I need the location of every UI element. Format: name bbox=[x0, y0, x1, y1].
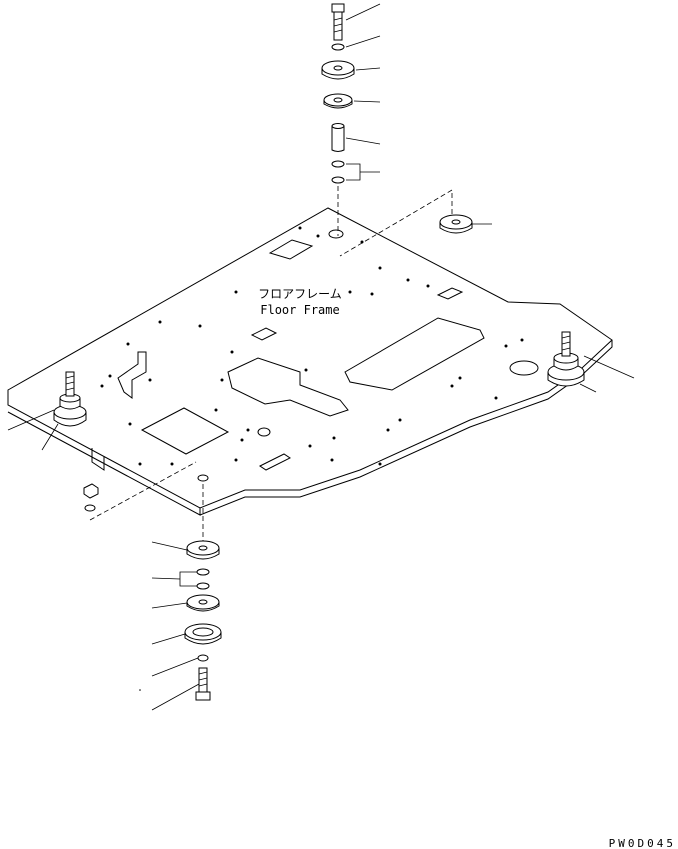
washer-icon bbox=[331, 43, 345, 51]
cushion-icon bbox=[321, 60, 355, 80]
slot bbox=[250, 327, 278, 341]
cushion-icon bbox=[323, 93, 353, 109]
round-hole bbox=[509, 360, 539, 376]
front-cutout bbox=[140, 407, 230, 455]
washer-icon bbox=[331, 160, 345, 168]
right-mount-assembly bbox=[547, 331, 635, 393]
top-mount-stack bbox=[321, 3, 381, 236]
left-mount-assembly bbox=[7, 371, 87, 451]
center-cutout bbox=[227, 357, 349, 417]
mount-hole bbox=[328, 229, 344, 239]
nut-icon bbox=[83, 461, 197, 521]
mount-hole bbox=[197, 474, 209, 482]
round-hole bbox=[257, 427, 271, 437]
label-japanese: フロアフレーム bbox=[258, 287, 342, 301]
cushion-icon bbox=[339, 189, 492, 257]
collar-icon bbox=[331, 123, 345, 152]
slot bbox=[259, 453, 291, 471]
small-holes bbox=[100, 226, 524, 466]
bracket bbox=[91, 448, 105, 471]
washer-icon bbox=[197, 654, 209, 662]
bolt-icon bbox=[195, 667, 211, 701]
washer-icon bbox=[196, 582, 210, 590]
slot bbox=[436, 287, 464, 300]
rear-cutout bbox=[344, 317, 485, 391]
floor-frame-plate: フロアフレーム Floor Frame bbox=[7, 207, 613, 516]
washer-icon bbox=[84, 504, 96, 512]
slot bbox=[268, 239, 314, 260]
cushion-icon bbox=[186, 594, 220, 612]
washer-icon bbox=[196, 568, 210, 576]
figure-code: PW0D045 bbox=[609, 837, 676, 849]
bottom-mount-stack bbox=[139, 484, 222, 711]
bolt-icon bbox=[331, 3, 345, 41]
washer-icon bbox=[184, 623, 222, 645]
label-english: Floor Frame bbox=[260, 303, 339, 317]
washer-icon bbox=[331, 176, 345, 184]
cushion-icon bbox=[186, 540, 220, 560]
bracket bbox=[117, 351, 147, 399]
